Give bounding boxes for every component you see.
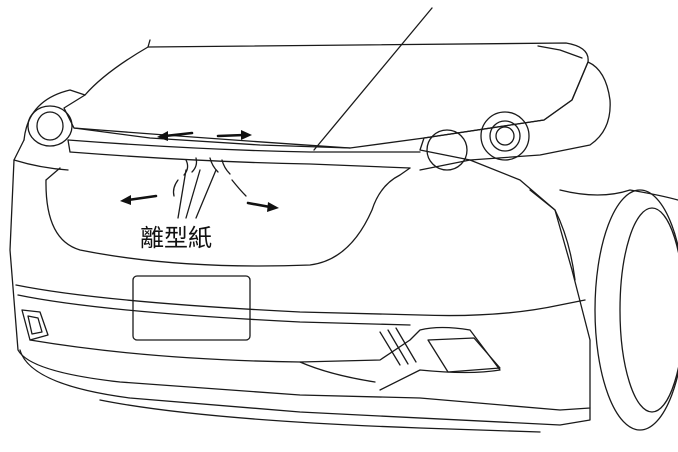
paper-curl-lower-left bbox=[172, 179, 179, 197]
right-tire-outer bbox=[594, 189, 678, 431]
left-lower-duct bbox=[21, 309, 49, 341]
bumper-upper-line bbox=[13, 159, 471, 171]
hood-crease-left bbox=[147, 39, 151, 48]
front-lip-lower bbox=[99, 399, 541, 433]
bumper-outline bbox=[9, 139, 591, 411]
grille-strip-top bbox=[67, 139, 421, 153]
grille-opening bbox=[45, 167, 411, 267]
release-paper-label: 離型紙 bbox=[140, 224, 212, 252]
hood-outline bbox=[63, 42, 589, 149]
lower-intake bbox=[29, 326, 501, 391]
arrow-left-icon bbox=[157, 131, 194, 141]
lower-intake-inner bbox=[299, 361, 376, 383]
hood-front-edge bbox=[73, 127, 351, 149]
callout-leader-1 bbox=[177, 169, 187, 219]
right-headlight-housing bbox=[419, 61, 611, 161]
arrow-right-icon bbox=[246, 201, 279, 212]
hood-crease-right bbox=[537, 45, 583, 59]
bumper-mid-crease-2 bbox=[17, 294, 411, 326]
bumper-mid-crease bbox=[15, 284, 586, 317]
right-headlight-inner bbox=[489, 120, 521, 152]
leader-line-top bbox=[313, 7, 433, 151]
grille-strip-end-left bbox=[67, 139, 71, 153]
bumper-side-line bbox=[529, 189, 576, 281]
left-headlight-outer bbox=[27, 105, 73, 147]
callout-leader-2 bbox=[185, 169, 201, 219]
arrow-right-icon bbox=[216, 130, 252, 140]
right-foglamp bbox=[426, 129, 468, 171]
paper-curl-lower-right bbox=[231, 179, 247, 197]
callout-leader-3 bbox=[195, 169, 217, 219]
right-headlight-core bbox=[495, 126, 515, 146]
grille-strip-bottom bbox=[69, 151, 411, 169]
arrow-left-icon bbox=[120, 194, 158, 205]
right-lower-duct-stripes bbox=[379, 327, 417, 366]
left-headlight-inner bbox=[36, 111, 64, 141]
left-lower-duct-inner bbox=[27, 315, 43, 335]
right-wheel-arch bbox=[559, 189, 678, 201]
license-plate bbox=[132, 275, 251, 341]
grille-opening-inner bbox=[45, 167, 61, 181]
right-tire-inner bbox=[619, 207, 678, 413]
front-lip bbox=[19, 349, 591, 426]
left-fender bbox=[23, 89, 86, 141]
right-headlight-outer bbox=[480, 111, 530, 161]
right-lower-duct bbox=[427, 337, 501, 373]
paper-curl-right bbox=[209, 157, 231, 175]
